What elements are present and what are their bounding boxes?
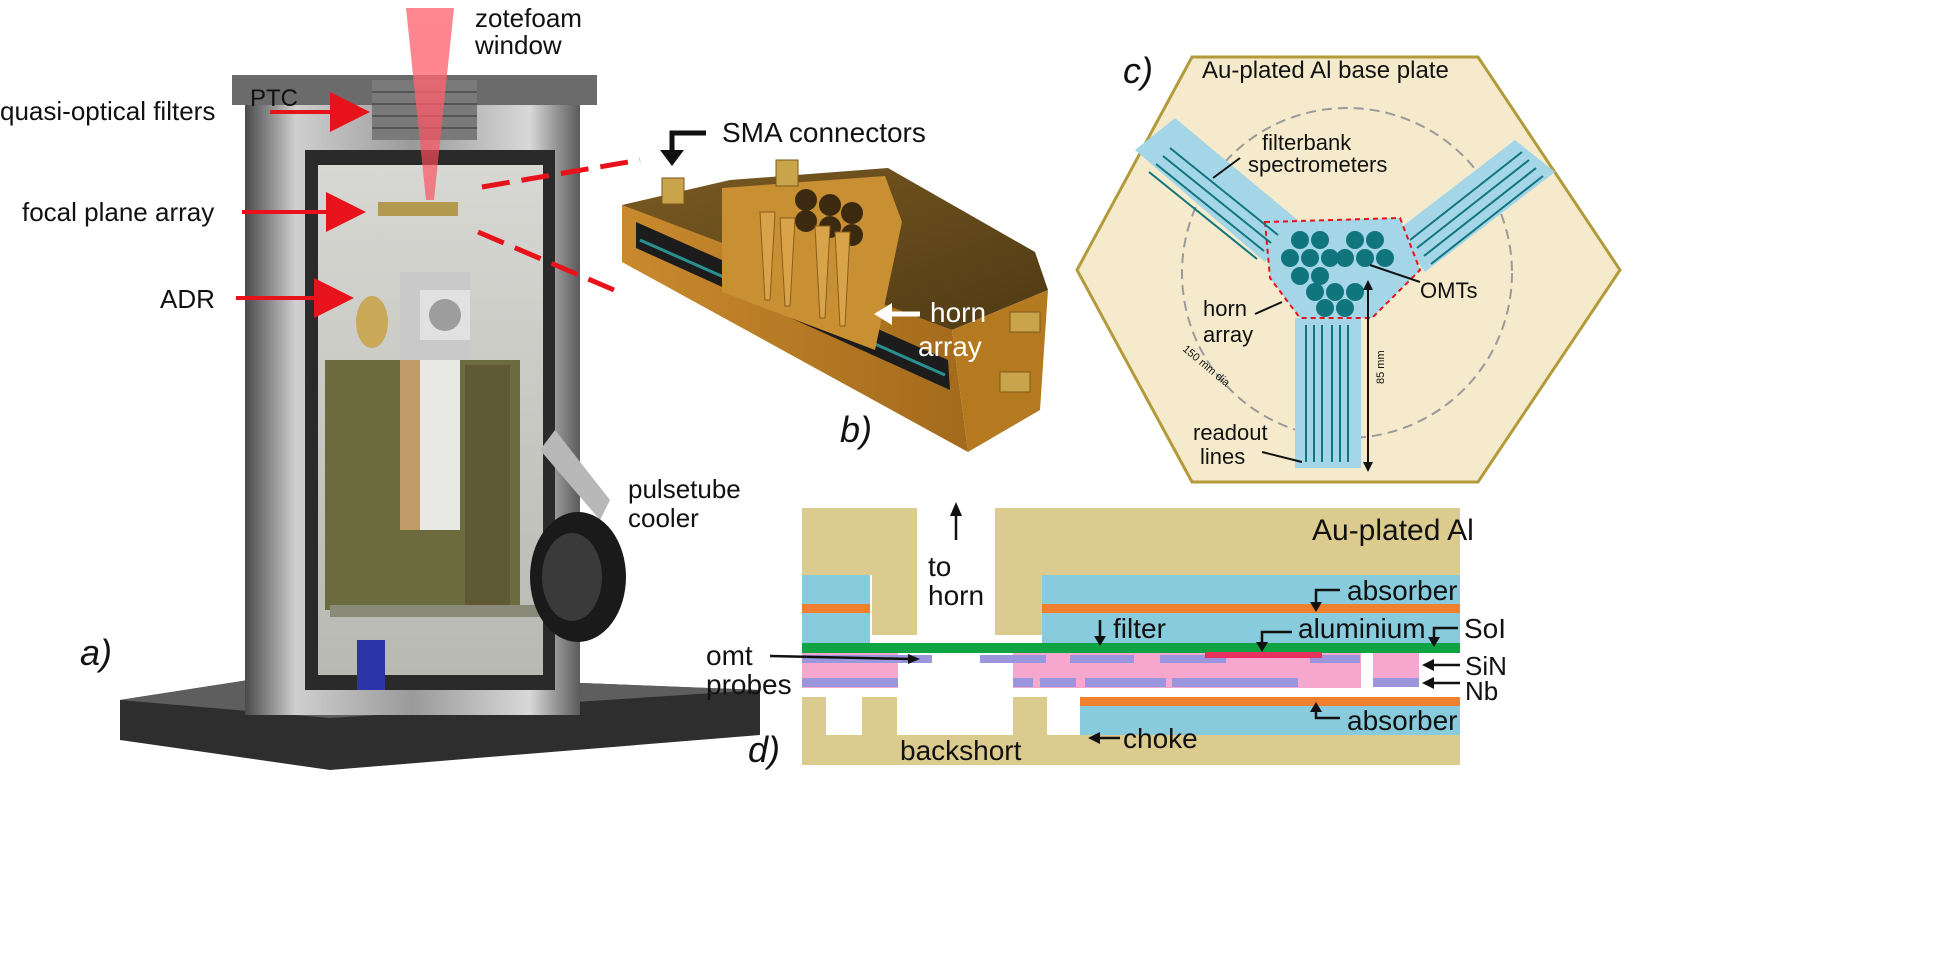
label-85mm: 85 mm [1375, 350, 1387, 384]
pulsetube-tube [540, 430, 610, 520]
absorber-top-arrow [1314, 588, 1340, 606]
omt-pointer [1369, 264, 1421, 283]
label-aluminium: aluminium [1298, 613, 1426, 644]
focal-plane-block [378, 202, 458, 216]
label-horn-d: horn [928, 580, 984, 611]
omt-probes-arrow [769, 654, 911, 661]
label-base-plate: Au-plated Al base plate [1202, 57, 1449, 84]
top-housing-right [995, 508, 1460, 635]
label-horn-b: horn [930, 297, 986, 328]
fb-arm-bottom [1295, 318, 1361, 468]
label-absorber-top: absorber [1347, 575, 1458, 606]
sin-right [1373, 653, 1419, 681]
panel-tag-b: b) [840, 409, 872, 450]
label-adr: ADR [160, 284, 215, 314]
panel-d: Au-plated Al to horn absorber filter alu… [706, 502, 1507, 770]
omt-clusters [1281, 231, 1394, 317]
label-omt: omt [706, 640, 753, 671]
label-sin: SiN [1465, 651, 1507, 681]
aluminium-arrow [1260, 630, 1292, 646]
label-focal-plane-array: focal plane array [22, 197, 214, 227]
label-ptc: PTC [250, 85, 298, 112]
label-filterbank: filterbank [1262, 130, 1352, 155]
label-choke: choke [1123, 723, 1198, 754]
label-soi: SoI [1464, 613, 1506, 644]
zoom-line-upper [481, 157, 641, 190]
horn-cones [759, 211, 851, 327]
readout-pointer [1261, 451, 1303, 463]
label-window: window [474, 30, 562, 60]
label-probes: probes [706, 669, 792, 700]
optical-beam [406, 8, 454, 200]
label-au-plated-al: Au-plated Al [1312, 514, 1474, 547]
bottom-housing [802, 697, 1460, 765]
label-lines: lines [1200, 444, 1245, 469]
label-zotefoam: zotefoam [475, 3, 582, 33]
soi-layer [802, 643, 1460, 653]
label-filter: filter [1113, 613, 1166, 644]
label-sma-connectors: SMA connectors [722, 117, 926, 148]
blue-cylinder [357, 640, 385, 690]
label-array-b: array [918, 331, 982, 362]
label-cooler: cooler [628, 503, 699, 533]
label-backshort: backshort [900, 735, 1022, 766]
panel-tag-c: c) [1123, 50, 1153, 91]
panel-c: Au-plated Al base plate filterbank spect… [1075, 50, 1622, 484]
label-quasi-optical-filters: quasi-optical filters [0, 96, 215, 126]
panel-tag-a: a) [80, 632, 112, 673]
zoom-line-lower [477, 229, 615, 293]
label-nb: Nb [1465, 676, 1498, 706]
sma-connectors [661, 159, 1041, 393]
horn-pointer [1254, 301, 1283, 315]
label-absorber-bottom: absorber [1347, 705, 1458, 736]
label-spectrometers: spectrometers [1248, 152, 1387, 177]
label-to: to [928, 551, 951, 582]
top-housing [802, 508, 917, 635]
label-horn-c: horn [1203, 296, 1247, 321]
panel-a: zotefoam window quasi-optical filters PT… [0, 3, 760, 770]
soi-arrow [1432, 626, 1458, 641]
label-pulsetube: pulsetube [628, 474, 741, 504]
fb-arm-right [1395, 140, 1555, 272]
label-readout: readout [1193, 420, 1268, 445]
panel-b: SMA connectors horn array b) [622, 117, 1048, 452]
aluminium-strip [1205, 652, 1322, 658]
label-array-c: array [1203, 322, 1253, 347]
fb-pointer [1212, 157, 1241, 179]
fb-lines [1148, 147, 1544, 462]
panel-tag-d: d) [748, 729, 780, 770]
label-omts: OMTs [1420, 278, 1477, 303]
adr-gold-ring [356, 296, 388, 348]
sma-arrow [669, 130, 706, 152]
